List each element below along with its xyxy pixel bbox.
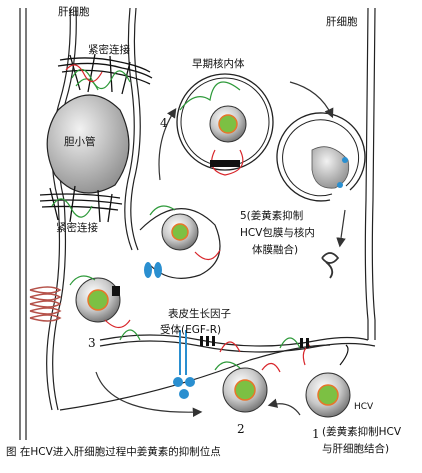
fusing-endosome xyxy=(276,112,366,202)
step-5-note-line1: 5(姜黄素抑制 xyxy=(240,210,304,222)
label-hepatocyte-left: 肝细胞 xyxy=(58,6,90,18)
cell-membranes xyxy=(19,7,376,440)
virus-internalizing xyxy=(139,205,221,279)
membrane-receptors-red xyxy=(219,341,241,353)
virus-bottom xyxy=(214,361,281,413)
membrane-junction-marks xyxy=(200,336,309,348)
process-arrows xyxy=(95,81,346,418)
figure-caption: 图 在HCV进入肝细胞过程中姜黄素的抑制位点 xyxy=(6,446,221,458)
step-2-number: 2 xyxy=(237,422,245,436)
label-early-endosome: 早期核内体 xyxy=(192,58,245,70)
egfr-receptor xyxy=(144,262,195,399)
tight-junction-top-red xyxy=(65,64,103,83)
membrane-receptors-green xyxy=(119,329,301,349)
tight-junction-bottom-green xyxy=(51,198,93,218)
label-hepatocyte-right: 肝细胞 xyxy=(326,16,358,28)
label-egfr-line2: 受体(EGF-R) xyxy=(160,324,222,336)
hcv-virion xyxy=(302,344,351,418)
claudin-coils xyxy=(29,286,62,322)
step-1-note-line1: (姜黄素抑制HCV xyxy=(322,426,402,438)
step-4-number: 4 xyxy=(160,116,168,130)
early-endosome-vesicle xyxy=(176,73,274,176)
step-1-note-line2: 与肝细胞结合) xyxy=(322,443,390,455)
tight-junction-top-mesh xyxy=(57,53,153,95)
virus-left xyxy=(69,275,131,329)
label-egfr-line1: 表皮生长因子 xyxy=(168,308,231,320)
step-5-note-line2: HCV包膜与核内 xyxy=(240,227,315,239)
label-tight-junction-top: 紧密连接 xyxy=(88,44,130,56)
step-3-number: 3 xyxy=(88,336,96,350)
label-tight-junction-bottom: 紧密连接 xyxy=(56,222,98,234)
step-1-number: 1 xyxy=(312,427,320,441)
viral-rna xyxy=(321,252,340,279)
bile-canaliculus xyxy=(46,94,130,194)
label-bile-canaliculus: 胆小管 xyxy=(64,136,96,148)
step-5-note-line3: 体膜融合) xyxy=(252,244,299,256)
label-hcv: HCV xyxy=(354,402,374,412)
